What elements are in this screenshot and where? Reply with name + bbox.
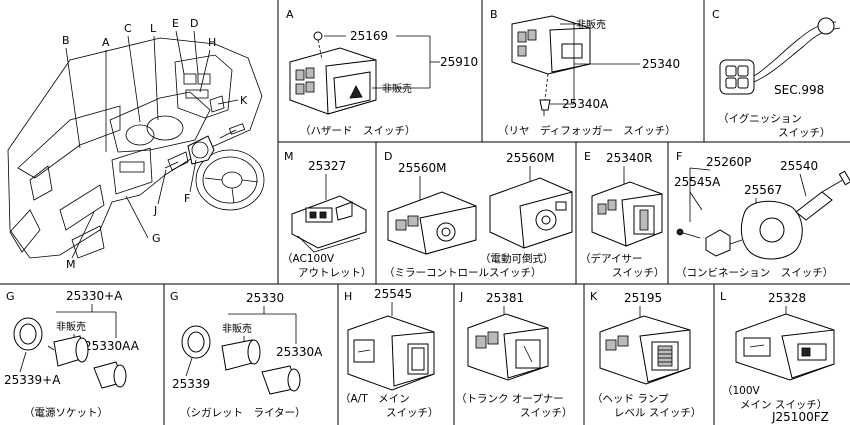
panel-j-letter: J: [459, 290, 463, 303]
overview-label-l: L: [150, 22, 157, 35]
panel-g-power-socket: G 25330+A 非販売 25330AA 25339+A （電源ソケット）: [4, 289, 140, 419]
part-25330a: 25330A: [276, 345, 323, 359]
part-25327: 25327: [308, 159, 346, 173]
overview-label-h: H: [208, 36, 216, 49]
panel-c-caption-line-2: スイッチ）: [778, 127, 831, 139]
panel-g2-not-sold-note: 非販売: [222, 322, 252, 335]
panel-g2-letter: G: [170, 290, 179, 303]
panel-g-cigarette-lighter: G 25330 非販売 25330A 25339 （シガレット ライター）: [170, 290, 323, 419]
overview-label-e: E: [172, 17, 179, 30]
overview-label-g: G: [152, 232, 161, 245]
panel-e-caption-line-1: （デアイサー: [580, 252, 642, 265]
panel-a-not-sold-note: 非販売: [382, 82, 412, 95]
panel-g1-not-sold-note: 非販売: [56, 320, 86, 333]
part-25910: 25910: [440, 55, 478, 69]
overview-label-k: K: [240, 94, 248, 107]
panel-b-rear-defogger-switch: B 非販売 25340 25340A （リヤ ディフォッガー スイッチ）: [490, 8, 680, 137]
part-25169: 25169: [350, 29, 388, 43]
part-sec-998: SEC.998: [774, 83, 824, 97]
panel-l-100v-main-switch: L 25328 （100V メイン スイッチ）: [720, 290, 835, 411]
panel-j-caption-line-1: （トランク オープナー: [456, 393, 564, 405]
panel-e-deicer-switch: E 25340R （デアイサー スイッチ）: [580, 150, 665, 279]
panel-j-trunk-opener-switch: J 25381 （トランク オープナー スイッチ）: [456, 290, 573, 419]
panel-d-letter: D: [384, 150, 392, 163]
panel-h-letter: H: [344, 290, 352, 303]
panel-h-caption-line-1: （A/T メイン: [340, 393, 410, 405]
part-25330-plus-a: 25330+A: [66, 289, 123, 303]
panel-l-caption-line-2: メイン スイッチ）: [740, 399, 827, 411]
part-25330: 25330: [246, 291, 284, 305]
overview-label-f: F: [184, 192, 190, 205]
panel-f-caption: （コンビネーション スイッチ）: [676, 267, 833, 279]
panel-e-letter: E: [584, 150, 591, 163]
dashboard-overview: [7, 37, 265, 259]
part-25567: 25567: [744, 183, 782, 197]
panel-k-caption-line-2: レベル スイッチ）: [614, 407, 701, 419]
panel-f-combination-switch: F 25260P 25540 25545A 25567 （コンビネーション スイ…: [674, 150, 850, 279]
panel-d-caption: （ミラーコントロールスイッチ）: [384, 267, 542, 279]
part-25545a: 25545A: [674, 175, 721, 189]
overview-label-m: M: [66, 258, 76, 271]
panel-c-caption-line-1: （イグニッション: [718, 112, 802, 125]
panel-g2-caption: （シガレット ライター）: [180, 407, 306, 419]
part-25340r: 25340R: [606, 151, 653, 165]
part-25540: 25540: [780, 159, 818, 173]
overview-label-j: J: [153, 204, 157, 217]
panel-a-hazard-switch: A 25169 25910 非販売 （ハザード スイッチ）: [286, 8, 478, 137]
panel-m-letter: M: [284, 150, 294, 163]
panel-b-not-sold-note: 非販売: [576, 18, 606, 31]
panel-d-mirror-control-switch: D 25560M 25560M （電動可倒式） （ミラーコントロールスイッチ）: [384, 150, 573, 279]
panel-d-sub-caption: （電動可倒式）: [480, 252, 554, 265]
panel-h-at-main-switch: H 25545 （A/T メイン スイッチ）: [340, 287, 439, 419]
panel-m-caption-line-2: アウトレット）: [298, 267, 372, 279]
panel-g1-caption: （電源ソケット）: [24, 406, 108, 419]
part-25339: 25339: [172, 377, 210, 391]
panel-k-headlamp-level-switch: K 25195 （ヘッド ランプ レベル スイッチ）: [590, 290, 701, 419]
part-25195: 25195: [624, 291, 662, 305]
panel-f-letter: F: [676, 150, 682, 163]
panel-c-letter: C: [712, 8, 720, 21]
panel-k-caption-line-1: （ヘッド ランプ: [592, 393, 669, 405]
part-25545: 25545: [374, 287, 412, 301]
overview-label-b: B: [62, 34, 70, 47]
panel-c-ignition-switch: C SEC.998 （イグニッション スイッチ）: [712, 8, 841, 139]
part-25560m-a: 25560M: [398, 161, 447, 175]
diagram-code: J25100FZ: [771, 410, 829, 424]
part-25260p: 25260P: [706, 155, 751, 169]
part-25339-plus-a: 25339+A: [4, 373, 61, 387]
panel-a-letter: A: [286, 8, 294, 21]
panel-e-caption-line-2: スイッチ）: [612, 267, 665, 279]
panel-l-caption-line-1: （100V: [722, 385, 761, 397]
panel-m-ac100v-outlet: M 25327 （AC100V アウトレット）: [282, 150, 372, 279]
panel-h-caption-line-2: スイッチ）: [386, 407, 439, 419]
overview-callouts: B A C L E D H K J F G M: [62, 17, 248, 271]
part-25560m-b: 25560M: [506, 151, 555, 165]
overview-label-d: D: [190, 17, 198, 30]
panel-g1-letter: G: [6, 290, 15, 303]
panel-b-caption: （リヤ ディフォッガー スイッチ）: [498, 124, 676, 137]
part-25328: 25328: [768, 291, 806, 305]
overview-label-c: C: [124, 22, 132, 35]
panel-j-caption-line-2: スイッチ）: [520, 407, 573, 419]
part-25340a: 25340A: [562, 97, 609, 111]
panel-b-letter: B: [490, 8, 498, 21]
part-25340: 25340: [642, 57, 680, 71]
panel-k-letter: K: [590, 290, 598, 303]
overview-label-a: A: [102, 36, 110, 49]
panel-a-caption: （ハザード スイッチ）: [300, 125, 416, 137]
panel-m-caption-line-1: （AC100V: [282, 253, 335, 265]
part-25381: 25381: [486, 291, 524, 305]
panel-l-letter: L: [720, 290, 727, 303]
part-25330aa: 25330AA: [84, 339, 140, 353]
